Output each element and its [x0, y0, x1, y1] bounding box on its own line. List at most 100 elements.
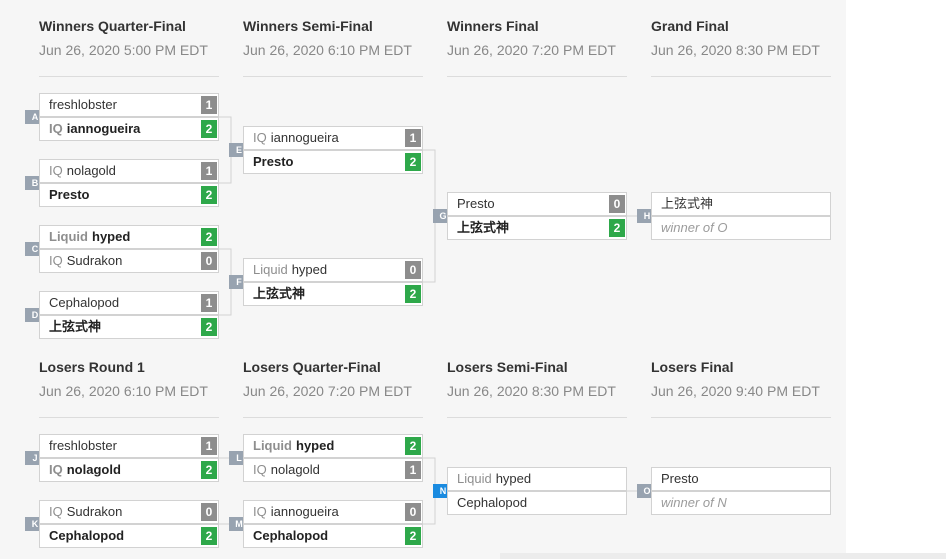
match-o[interactable]: O Presto winner of N — [637, 467, 831, 515]
player-slot[interactable]: 上弦式神 2 — [39, 315, 219, 339]
score-box: 1 — [405, 461, 421, 479]
player-slot[interactable]: Cephalopod 2 — [243, 524, 423, 548]
round-time: Jun 26, 2020 6:10 PM EDT — [39, 383, 208, 399]
round-header: Losers Round 1 Jun 26, 2020 6:10 PM EDT — [39, 358, 219, 400]
player-slot[interactable]: winner of O — [651, 216, 831, 240]
player-name: Presto — [457, 193, 495, 215]
score-box: 1 — [201, 437, 217, 455]
player-handle: nolagold — [66, 462, 121, 477]
player-handle: Cephalopod — [49, 528, 125, 543]
player-handle: Presto — [661, 471, 699, 486]
team-tag: IQ — [253, 462, 267, 477]
round-header: Losers Final Jun 26, 2020 9:40 PM EDT — [651, 358, 831, 400]
player-handle: 上弦式神 — [457, 220, 510, 235]
round-header: Losers Quarter-Final Jun 26, 2020 7:20 P… — [243, 358, 423, 400]
round-title: Losers Semi-Final — [447, 359, 568, 375]
player-slot[interactable]: 上弦式神 — [651, 192, 831, 216]
divider — [243, 76, 423, 77]
player-name: Presto — [253, 151, 293, 173]
round-header: Losers Semi-Final Jun 26, 2020 8:30 PM E… — [447, 358, 627, 400]
player-handle: Presto — [457, 196, 495, 211]
player-name: Presto — [661, 468, 699, 490]
score-box: 2 — [405, 153, 421, 171]
round-header: Winners Semi-Final Jun 26, 2020 6:10 PM … — [243, 17, 423, 59]
player-slot[interactable]: Liquid hyped 2 — [39, 225, 219, 249]
player-slot[interactable]: Cephalopod 1 — [39, 291, 219, 315]
player-slot[interactable]: freshlobster 1 — [39, 434, 219, 458]
team-tag: IQ — [49, 462, 63, 477]
score-box: 2 — [405, 285, 421, 303]
placeholder-text: winner of O — [661, 220, 728, 235]
score-box: 0 — [405, 503, 421, 521]
match-h[interactable]: H 上弦式神 winner of O — [637, 192, 831, 240]
player-handle: Cephalopod — [457, 495, 528, 510]
score-box: 2 — [405, 437, 421, 455]
divider — [447, 76, 627, 77]
footer-strip — [500, 553, 946, 559]
player-slot[interactable]: freshlobster 1 — [39, 93, 219, 117]
player-slot[interactable]: Presto — [651, 467, 831, 491]
connector-line — [423, 215, 436, 283]
score-box: 0 — [405, 261, 421, 279]
player-handle: Sudrakon — [66, 253, 123, 268]
divider — [447, 417, 627, 418]
player-slot[interactable]: 上弦式神 2 — [447, 216, 627, 240]
player-slot[interactable]: Presto 2 — [243, 150, 423, 174]
player-handle: hyped — [296, 438, 335, 453]
player-slot[interactable]: Cephalopod — [447, 491, 627, 515]
score-box: 2 — [201, 318, 217, 336]
match-d[interactable]: D Cephalopod 1 上弦式神 2 — [25, 291, 219, 339]
round-title: Winners Semi-Final — [243, 18, 373, 34]
player-handle: hyped — [495, 471, 532, 486]
player-slot[interactable]: 上弦式神 2 — [243, 282, 423, 306]
player-handle: freshlobster — [49, 438, 117, 453]
player-handle: nolagold — [270, 462, 320, 477]
score-box: 2 — [201, 186, 217, 204]
player-handle: iannogueira — [270, 504, 339, 519]
placeholder-text: winner of N — [661, 495, 727, 510]
round-time: Jun 26, 2020 7:20 PM EDT — [243, 383, 412, 399]
divider — [39, 76, 219, 77]
match-g[interactable]: G Presto 0 上弦式神 2 — [433, 192, 627, 240]
player-slot[interactable]: Cephalopod 2 — [39, 524, 219, 548]
player-slot[interactable]: Presto 0 — [447, 192, 627, 216]
round-header: Winners Final Jun 26, 2020 7:20 PM EDT — [447, 17, 627, 59]
team-tag: Liquid — [49, 229, 88, 244]
player-name: 上弦式神 — [457, 217, 509, 239]
score-box: 1 — [201, 162, 217, 180]
score-box: 2 — [201, 228, 217, 246]
player-handle: hyped — [92, 229, 131, 244]
player-slot[interactable]: winner of N — [651, 491, 831, 515]
player-slot[interactable]: Presto 2 — [39, 183, 219, 207]
round-time: Jun 26, 2020 5:00 PM EDT — [39, 42, 208, 58]
round-title: Winners Quarter-Final — [39, 18, 186, 34]
round-time: Jun 26, 2020 6:10 PM EDT — [243, 42, 412, 58]
